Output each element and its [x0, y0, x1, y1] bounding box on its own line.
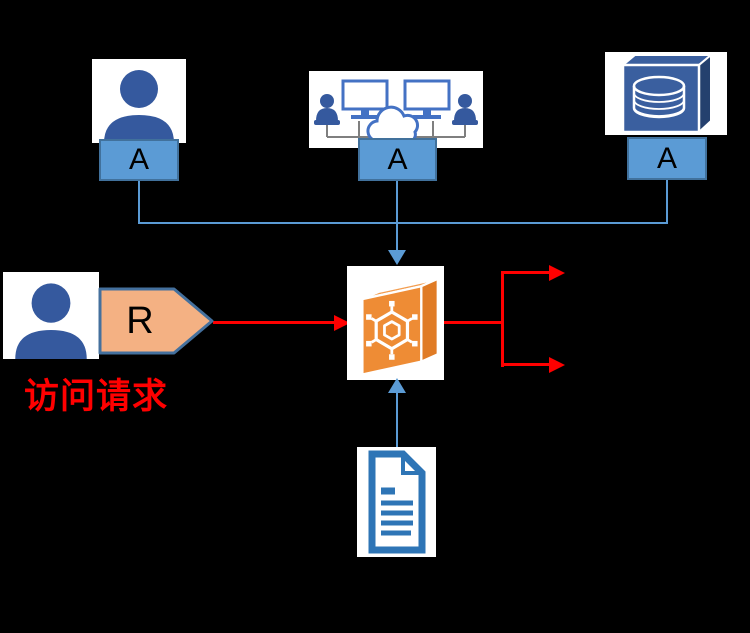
subject-user-node: [92, 59, 186, 143]
arrowhead-output-bottom: [549, 357, 565, 373]
arrowhead-request-into-engine: [334, 315, 350, 331]
database-box-icon: [620, 52, 714, 135]
request-pentagon-icon: [98, 287, 214, 355]
red-request-line: [213, 321, 334, 324]
request-caption: 访问请求: [24, 377, 169, 416]
connector-datastore-drop: [666, 180, 668, 224]
requester-node: [3, 272, 99, 359]
data-store-node: [605, 52, 727, 135]
user-icon: [15, 283, 87, 359]
connector-bus-to-engine: [396, 181, 398, 251]
arrowhead-into-engine-top: [388, 250, 406, 265]
network-cloud-icon: [314, 79, 478, 143]
attribute-label-network: A: [358, 138, 437, 181]
policy-engine-node: [347, 266, 444, 380]
hex-network-box-icon: [361, 277, 439, 376]
attribute-label-user: A: [99, 139, 179, 181]
red-output-top-line: [501, 271, 549, 274]
red-output-split: [501, 271, 504, 367]
connector-user-drop: [138, 181, 140, 224]
red-output-line: [444, 321, 504, 324]
policy-document-node: [357, 447, 436, 557]
arrowhead-into-engine-bottom: [388, 378, 406, 393]
user-icon: [104, 70, 174, 143]
attribute-label-datastore: A: [627, 137, 707, 180]
request-tag: [98, 286, 216, 356]
red-output-bottom-line: [501, 363, 549, 366]
document-icon: [368, 450, 426, 554]
arrowhead-output-top: [549, 265, 565, 281]
connector-policy-to-engine: [396, 393, 398, 447]
network-environment-node: [309, 71, 483, 148]
connector-attribute-bus: [138, 222, 668, 224]
request-tag-label: R: [126, 300, 154, 342]
